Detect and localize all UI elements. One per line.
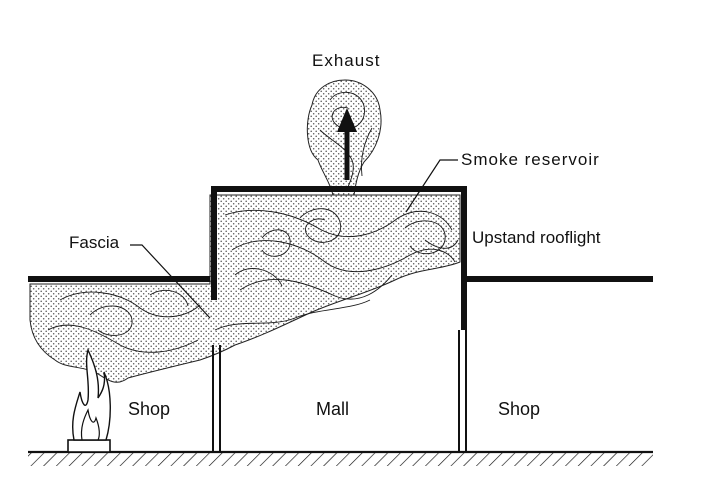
- smoke-reservoir-label: Smoke reservoir: [461, 150, 600, 169]
- upstand-rooflight-label: Upstand rooflight: [472, 228, 601, 247]
- fascia-label: Fascia: [69, 233, 120, 252]
- smoke-layer: [29, 79, 461, 383]
- fascia-leader: [130, 244, 211, 319]
- shop-left-label: Shop: [128, 399, 171, 419]
- mall-label: Mall: [316, 399, 350, 419]
- ground: [28, 450, 653, 466]
- mall-columns: [212, 330, 467, 452]
- fire-icon: [67, 347, 111, 453]
- exhaust-arrow-icon: [337, 108, 357, 180]
- upstand-rooflight: [211, 186, 467, 330]
- smoke-reservoir-leader: [405, 159, 458, 213]
- exhaust-label: Exhaust: [312, 51, 381, 70]
- shop-right-label: Shop: [498, 399, 541, 419]
